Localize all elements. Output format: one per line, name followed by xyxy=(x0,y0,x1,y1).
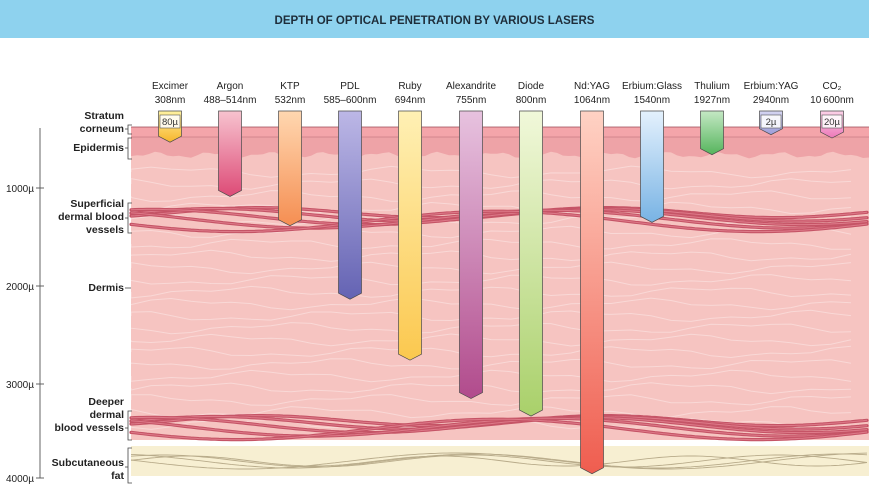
laser-column-7: Nd:YAG 1064nm xyxy=(574,81,610,475)
svg-text:dermal: dermal xyxy=(90,409,125,421)
scale-label-2000: 2000µ xyxy=(6,282,34,293)
laser-column-4: Ruby 694nm xyxy=(395,81,426,361)
depth-tag-box xyxy=(159,114,181,129)
svg-text:Subcutaneous: Subcutaneous xyxy=(52,457,125,469)
laser-wavelength-label: 1540nm xyxy=(634,95,670,106)
label-stratum-corneum: Stratum corneum xyxy=(80,110,132,135)
laser-column-3: PDL 585–600nm xyxy=(324,81,377,300)
laser-column-11: CO₂ 10 600nm 20µ xyxy=(810,81,854,139)
laser-wavelength-label: 2940nm xyxy=(753,95,789,106)
scale-label-4000: 4000µ xyxy=(6,474,34,485)
depth-tag-label: 20µ xyxy=(824,117,841,128)
scale-tick-4000: 4000µ xyxy=(6,474,44,485)
laser-wavelength-label: 694nm xyxy=(395,95,426,106)
laser-name-label: CO₂ xyxy=(823,81,842,92)
svg-text:vessels: vessels xyxy=(86,224,124,236)
scale-label-3000: 3000µ xyxy=(6,380,34,391)
laser-penetration-bar xyxy=(580,110,604,475)
svg-text:Stratum: Stratum xyxy=(84,110,124,122)
laser-column-6: Diode 800nm xyxy=(516,81,547,417)
laser-wavelength-label: 1064nm xyxy=(574,95,610,106)
laser-name-label: Alexandrite xyxy=(446,81,496,92)
laser-name-label: Erbium:YAG xyxy=(744,81,799,92)
laser-penetration-bar xyxy=(459,110,483,399)
laser-name-label: Erbium:Glass xyxy=(622,81,682,92)
laser-wavelength-label: 755nm xyxy=(456,95,487,106)
scale-tick-3000: 3000µ xyxy=(6,380,44,391)
laser-penetration-bar xyxy=(640,110,664,223)
laser-name-label: Argon xyxy=(217,81,244,92)
laser-penetration-bar xyxy=(218,110,242,197)
depth-scale: 1000µ 2000µ 3000µ 4000µ xyxy=(6,128,44,485)
laser-wavelength-label: 532nm xyxy=(275,95,306,106)
label-deeper-vessels: Deeper dermal blood vessels xyxy=(55,396,132,441)
svg-text:Superficial: Superficial xyxy=(70,198,124,210)
laser-penetration-bar xyxy=(278,110,302,227)
laser-wavelength-label: 1927nm xyxy=(694,95,730,106)
laser-wavelength-label: 800nm xyxy=(516,95,547,106)
scale-tick-1000: 1000µ xyxy=(6,184,44,195)
svg-text:Dermis: Dermis xyxy=(88,282,124,294)
laser-wavelength-label: 488–514nm xyxy=(204,95,257,106)
dermis-layer xyxy=(131,140,869,440)
depth-tag-label: 2µ xyxy=(766,117,777,128)
svg-text:blood vessels: blood vessels xyxy=(55,422,125,434)
laser-column-10: Erbium:YAG 2940nm 2µ xyxy=(744,81,799,136)
laser-wavelength-label: 10 600nm xyxy=(810,95,854,106)
scale-tick-2000: 2000µ xyxy=(6,282,44,293)
laser-penetration-bar xyxy=(338,110,362,300)
laser-penetration-bar xyxy=(398,110,422,361)
diagram-title: DEPTH OF OPTICAL PENETRATION BY VARIOUS … xyxy=(275,15,595,27)
laser-name-label: Thulium xyxy=(694,81,730,92)
laser-name-label: Diode xyxy=(518,81,545,92)
svg-text:corneum: corneum xyxy=(80,123,124,135)
deeper-vessels xyxy=(129,414,869,442)
laser-column-5: Alexandrite 755nm xyxy=(446,81,496,399)
layer-labels: Stratum corneum Epidermis Superficial de… xyxy=(52,110,132,484)
laser-penetration-bar xyxy=(519,110,543,417)
laser-name-label: Nd:YAG xyxy=(574,81,610,92)
laser-name-label: Excimer xyxy=(152,81,189,92)
svg-text:fat: fat xyxy=(111,470,124,482)
laser-wavelength-label: 585–600nm xyxy=(324,95,377,106)
laser-column-1: Argon 488–514nm xyxy=(204,81,257,197)
label-subcutaneous-fat: Subcutaneous fat xyxy=(52,447,132,484)
svg-text:dermal blood: dermal blood xyxy=(58,211,124,223)
label-epidermis: Epidermis xyxy=(73,137,132,160)
laser-column-0: Excimer 308nm 80µ xyxy=(152,81,189,143)
laser-penetration-bar xyxy=(700,110,724,156)
depth-tag-box xyxy=(760,114,782,129)
laser-column-8: Erbium:Glass 1540nm xyxy=(622,81,682,223)
title-bar xyxy=(0,0,869,38)
laser-column-2: KTP 532nm xyxy=(275,81,306,227)
depth-tag-box xyxy=(821,114,843,129)
laser-wavelength-label: 308nm xyxy=(155,95,186,106)
epidermis-layer xyxy=(131,137,869,159)
scale-label-1000: 1000µ xyxy=(6,184,34,195)
laser-name-label: Ruby xyxy=(398,81,421,92)
stratum-corneum-layer xyxy=(131,127,869,137)
svg-text:Epidermis: Epidermis xyxy=(73,142,124,154)
superficial-vessels xyxy=(129,206,869,234)
label-superficial-vessels: Superficial dermal blood vessels xyxy=(58,198,132,236)
fat-texture xyxy=(130,452,868,470)
laser-column-9: Thulium 1927nm xyxy=(694,81,730,156)
laser-name-label: KTP xyxy=(280,81,300,92)
label-dermis: Dermis xyxy=(88,282,131,294)
svg-text:Deeper: Deeper xyxy=(88,396,124,408)
depth-tag-label: 80µ xyxy=(162,117,179,128)
laser-name-label: PDL xyxy=(340,81,360,92)
laser-columns: Excimer 308nm 80µ Argon 488–514nm KTP 532nm PDL… xyxy=(152,81,854,475)
